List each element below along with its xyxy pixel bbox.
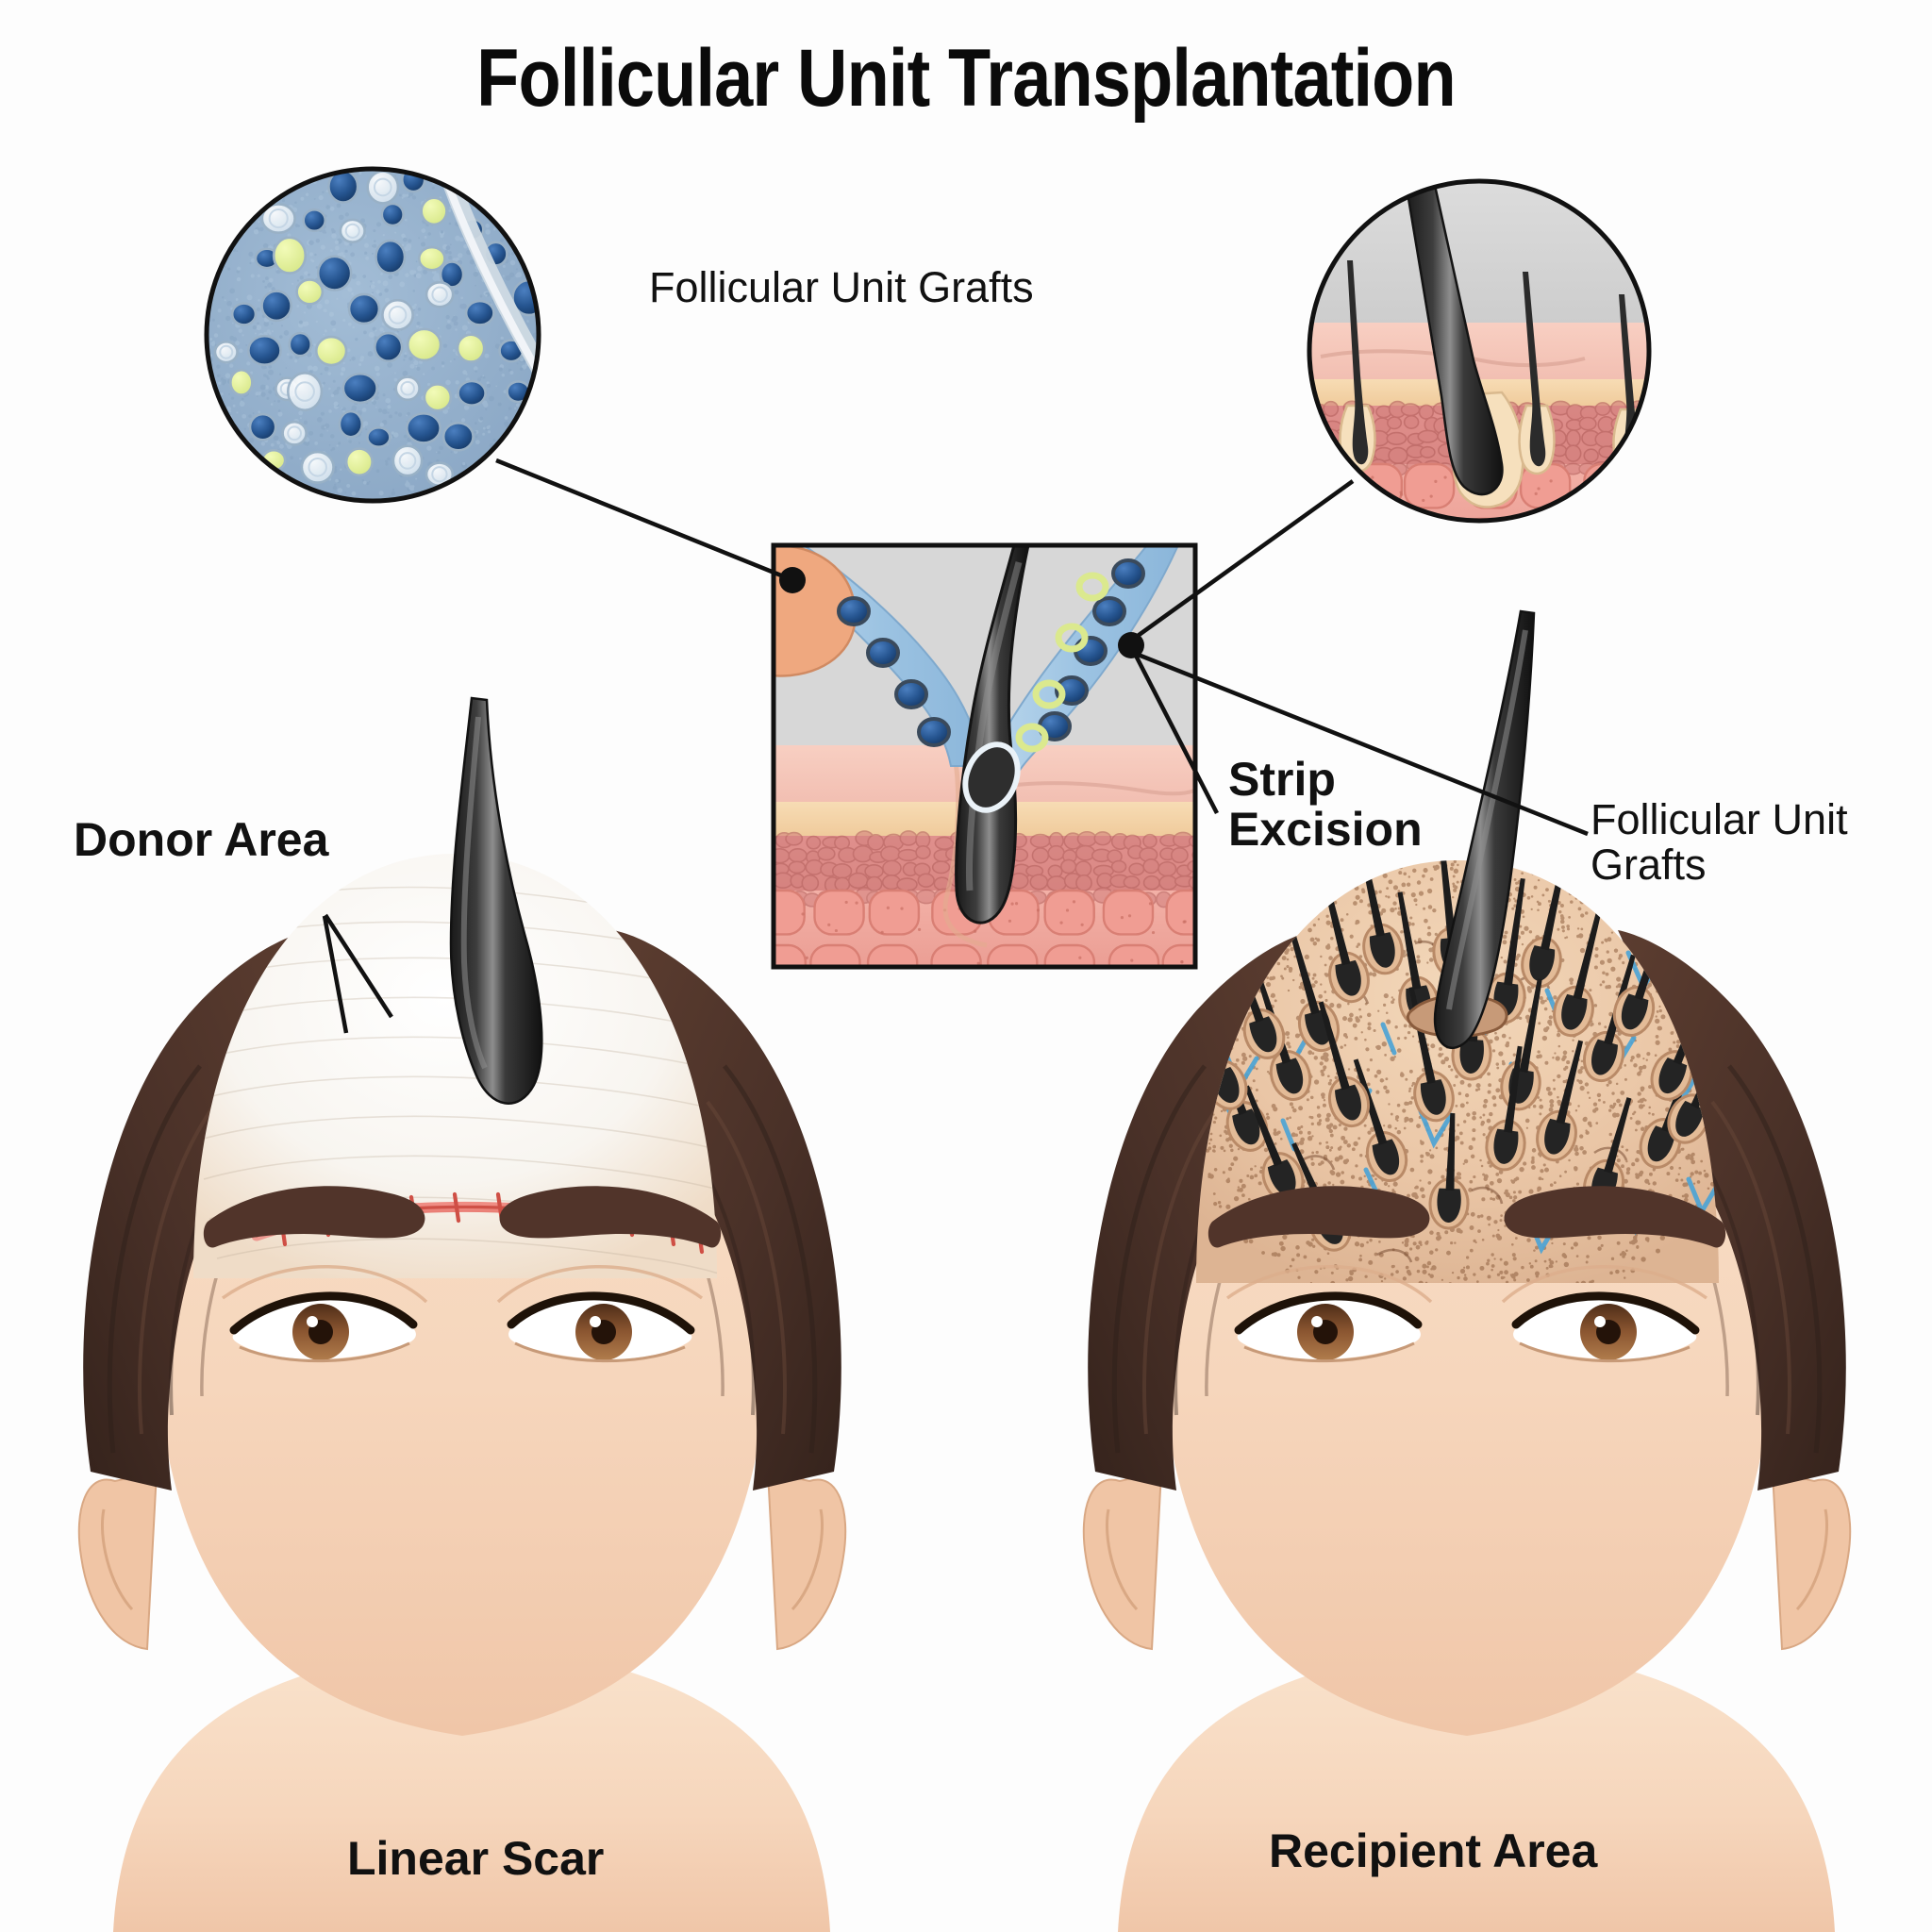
label-follicular-unit-grafts-right: Follicular Unit Grafts — [1591, 795, 1848, 889]
eyebrow-right — [1504, 1186, 1726, 1248]
panel-graft-insertion — [771, 542, 1198, 970]
eyebrow-right — [499, 1186, 722, 1248]
label-follicular-unit-grafts-top: Follicular Unit Grafts — [649, 263, 1034, 311]
label-donor-area: Donor Area — [74, 813, 329, 866]
follicle-graft — [1318, 1001, 1371, 1128]
leader-donor-b — [324, 913, 393, 1019]
leader-donor-a — [322, 915, 349, 1034]
page-title: Follicular Unit Transplantation — [476, 33, 1457, 124]
eyebrow-left — [1208, 1186, 1430, 1248]
hair-shaft-donor — [449, 696, 543, 1105]
leader-dots — [779, 567, 1144, 658]
label-strip-excision: Strip Excision — [1228, 753, 1423, 856]
label-recipient-area: Recipient Area — [1269, 1824, 1598, 1877]
head-recipient-area — [1082, 860, 1852, 1932]
panel-graft-micrograph — [204, 166, 541, 504]
eye-left — [221, 1265, 428, 1363]
leader-histology — [1129, 479, 1355, 642]
follicle-graft — [1536, 1040, 1584, 1162]
follicle-graft — [1428, 1112, 1470, 1230]
leader-strip-excision — [1131, 650, 1220, 815]
eye-right — [496, 1265, 704, 1363]
follicle-graft — [1485, 1045, 1526, 1172]
leader-micrograph — [495, 458, 791, 582]
follicle-graft — [1485, 877, 1526, 1024]
hair-shaft-recipient — [1433, 609, 1536, 1049]
follicle-graft — [1553, 901, 1604, 1038]
eyebrow-left — [203, 1186, 425, 1248]
eye-left — [1225, 1265, 1433, 1363]
follicle-graft — [1356, 860, 1404, 975]
panel-follicle-histology — [1307, 178, 1652, 524]
leader-grafts-right — [1135, 651, 1589, 837]
follicle-graft — [1353, 1058, 1408, 1182]
leader-lines — [322, 458, 1589, 1034]
label-linear-scar: Linear Scar — [347, 1832, 605, 1885]
eye-right — [1501, 1265, 1708, 1363]
